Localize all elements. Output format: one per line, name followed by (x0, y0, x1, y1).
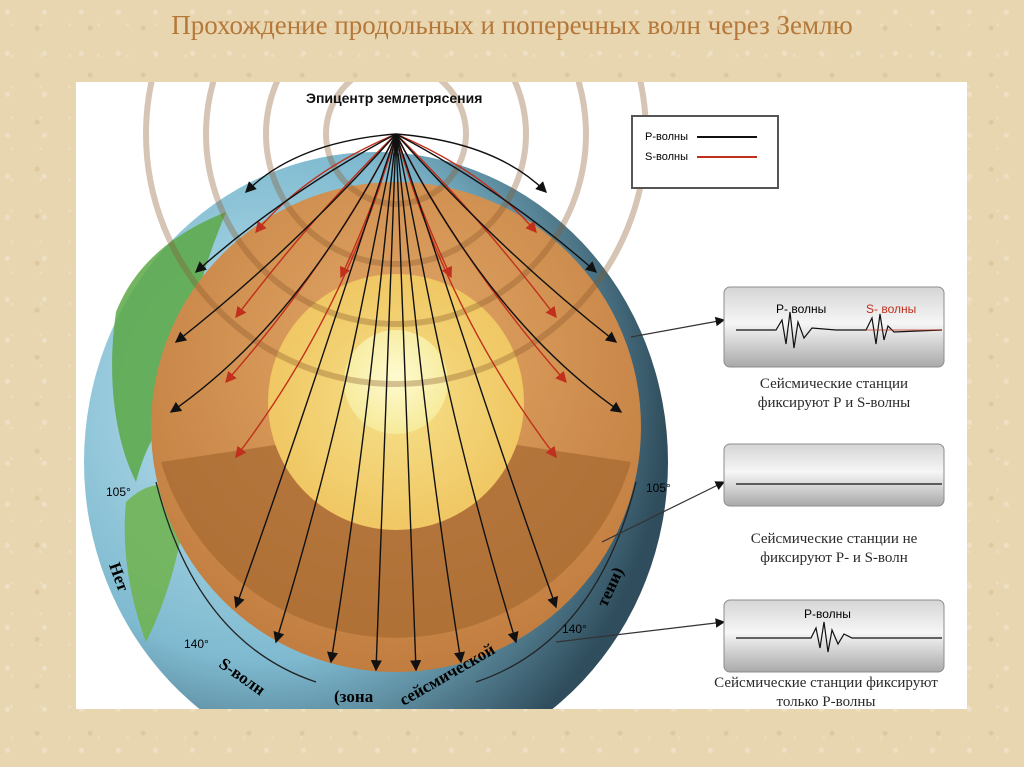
seismograph-2 (724, 444, 944, 506)
station1-caption: Сейсмические станции фиксируют Р и S-вол… (724, 375, 944, 413)
station2-caption-line2: фиксируют Р- и S-волн (716, 549, 952, 568)
shadow-word-3: (зона (334, 687, 373, 707)
station2-caption: Сейсмические станции не фиксируют Р- и S… (716, 530, 952, 568)
station3-p-label: Р-волны (804, 607, 851, 621)
station1-caption-line2: фиксируют Р и S-волны (724, 394, 944, 413)
station2-caption-line1: Сейсмические станции не (716, 530, 952, 549)
wave-legend: Р-волны S-волны (631, 115, 779, 189)
slide-title: Прохождение продольных и поперечных волн… (0, 10, 1024, 41)
station3-caption: Сейсмические станции фиксируют только Р-… (686, 674, 966, 712)
angle-left-140: 140° (184, 637, 209, 651)
station1-caption-line1: Сейсмические станции (724, 375, 944, 394)
station3-caption-line1: Сейсмические станции фиксируют (686, 674, 966, 693)
epicenter-label: Эпицентр землетрясения (306, 90, 482, 106)
legend-p: Р-волны (645, 131, 757, 143)
legend-p-label: Р-волны (645, 131, 688, 143)
seismograph-1 (724, 287, 944, 367)
angle-left-105: 105° (106, 485, 131, 499)
station1-s-label: S- волны (866, 302, 916, 316)
earth-waves-figure: Эпицентр землетрясения Р-волны S-волны 1… (76, 82, 967, 709)
legend-s-line (697, 156, 757, 158)
legend-s: S-волны (645, 151, 757, 163)
angle-right-140: 140° (562, 622, 587, 636)
station1-p-label: Р- волны (776, 302, 826, 316)
legend-p-line (697, 136, 757, 138)
angle-right-105: 105° (646, 481, 671, 495)
station3-caption-line2: только Р-волны (686, 693, 966, 712)
legend-s-label: S-волны (645, 151, 688, 163)
